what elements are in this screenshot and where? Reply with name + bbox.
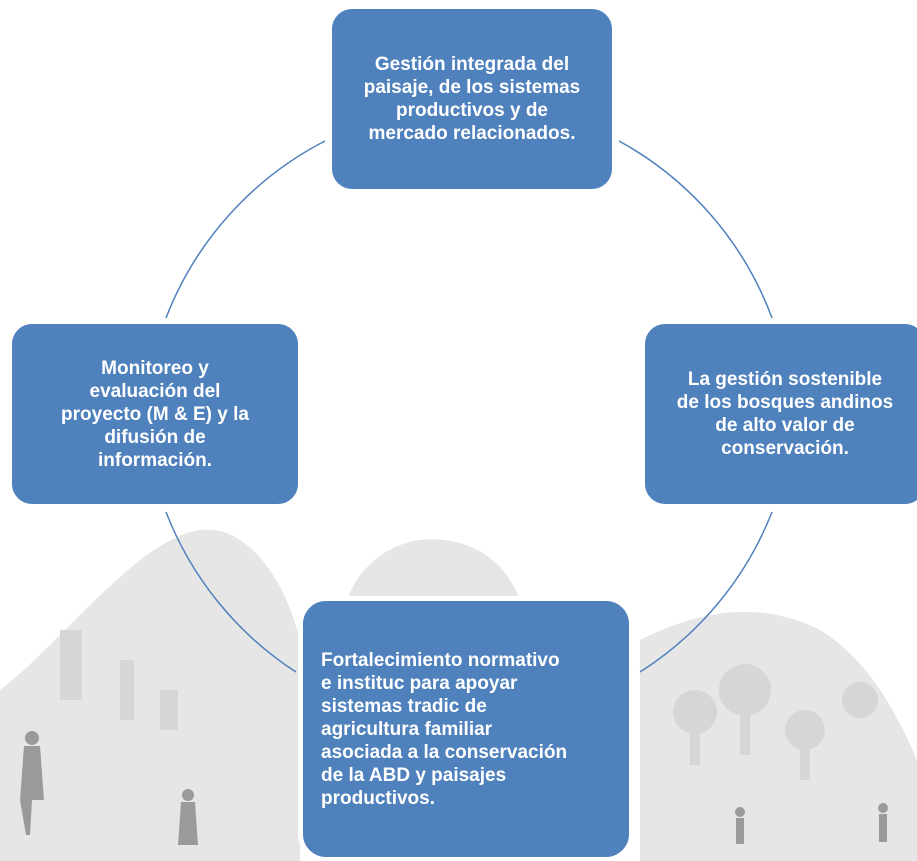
cycle-node-right: La gestión sostenible de los bosques and… — [643, 322, 917, 506]
connector-bottom-left — [165, 511, 297, 673]
cycle-node-bottom: Fortalecimiento normativo e instituc par… — [298, 596, 634, 861]
cycle-node-top: Gestión integrada del paisaje, de los si… — [330, 7, 614, 191]
connector-top-right — [618, 140, 773, 319]
landscape-art — [0, 529, 917, 861]
landscape-details — [60, 630, 878, 780]
cycle-node-left: Monitoreo y evaluación del proyecto (M &… — [10, 322, 300, 506]
cycle-connectors — [165, 140, 773, 673]
connector-right-bottom — [639, 511, 773, 673]
connector-left-top — [165, 140, 326, 319]
people-silhouettes — [20, 731, 888, 845]
cycle-node-bottom-text: Fortalecimiento normativo e instituc par… — [321, 649, 568, 809]
